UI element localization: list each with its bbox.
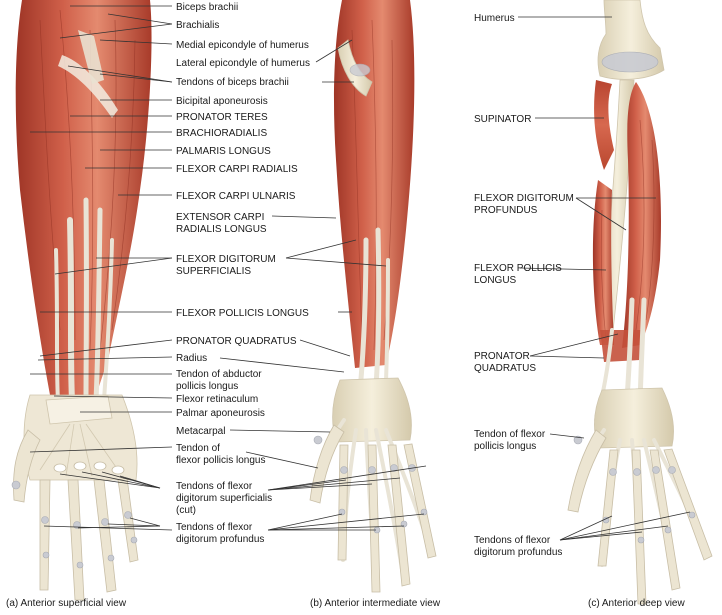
panel-c-flexor-digitorum-profundus bbox=[622, 82, 661, 348]
label-flexor-retinaculum: Flexor retinaculum bbox=[176, 394, 258, 405]
panel-c-fingers bbox=[597, 448, 713, 605]
label-flexor-carpi-ulnaris: FLEXOR CARPI ULNARIS bbox=[176, 191, 296, 202]
panel-a-fingers bbox=[39, 477, 139, 601]
label-tendon-abductor-pollicis: Tendon of abductor pollicis longus bbox=[176, 369, 264, 392]
caption-panel-a: (a) Anterior superficial view bbox=[6, 598, 127, 609]
label-extensor-carpi-radialis-longus: EXTENSOR CARPI RADIALIS LONGUS bbox=[176, 212, 267, 235]
panel-c-supinator bbox=[594, 80, 614, 170]
label-medial-epicondyle: Medial epicondyle of humerus bbox=[176, 40, 309, 51]
labels-c: Humerus SUPINATOR FLEXOR DIGITORUM PROFU… bbox=[474, 13, 577, 558]
panel-a-flexor-retinaculum bbox=[45, 395, 113, 425]
label-lateral-epicondyle: Lateral epicondyle of humerus bbox=[176, 58, 310, 69]
label-tendon-flexor-pollicis: Tendon of flexor pollicis longus bbox=[176, 443, 266, 466]
label-c-tendons-fdp: Tendons of flexor digitorum profundus bbox=[474, 535, 562, 558]
leader-lines-a-b bbox=[29, 5, 427, 531]
label-radius: Radius bbox=[176, 353, 207, 364]
panel-a-illustration bbox=[11, 0, 152, 601]
label-brachialis: Brachialis bbox=[176, 20, 219, 31]
label-tendons-fdp: Tendons of flexor digitorum profundus bbox=[176, 522, 264, 545]
label-flexor-carpi-radialis: FLEXOR CARPI RADIALIS bbox=[176, 164, 298, 175]
caption-panel-b: (b) Anterior intermediate view bbox=[310, 598, 441, 609]
label-palmar-aponeurosis: Palmar aponeurosis bbox=[176, 408, 265, 419]
panel-c-flexor-pollicis-longus bbox=[592, 180, 614, 345]
panel-c-illustration bbox=[567, 0, 713, 605]
label-pronator-teres: PRONATOR TERES bbox=[176, 112, 268, 123]
label-c-pronator-quadratus: PRONATOR QUADRATUS bbox=[474, 351, 536, 374]
labels-a-b: Biceps brachii Brachialis Medial epicond… bbox=[176, 2, 310, 545]
label-c-flexor-pollicis-longus: FLEXOR POLLICIS LONGUS bbox=[474, 263, 565, 286]
label-palmaris-longus: PALMARIS LONGUS bbox=[176, 146, 271, 157]
label-pronator-quadratus: PRONATOR QUADRATUS bbox=[176, 336, 297, 347]
label-brachioradialis: BRACHIORADIALIS bbox=[176, 128, 267, 139]
label-c-tendon-flexor-pollicis: Tendon of flexor pollicis longus bbox=[474, 429, 548, 452]
label-humerus: Humerus bbox=[474, 13, 515, 24]
label-biceps-brachii: Biceps brachii bbox=[176, 2, 238, 13]
panel-b-illustration bbox=[309, 0, 437, 593]
panel-a-bicipital-aponeurosis bbox=[58, 55, 118, 118]
label-flexor-digitorum-superficialis: FLEXOR DIGITORUM SUPERFICIALIS bbox=[176, 254, 279, 277]
label-supinator: SUPINATOR bbox=[474, 114, 531, 125]
panel-b-fingers bbox=[337, 443, 437, 593]
label-tendons-fds-cut: Tendons of flexor digitorum superficiali… bbox=[176, 481, 275, 516]
label-metacarpal: Metacarpal bbox=[176, 426, 225, 437]
leader-lines-c bbox=[518, 16, 691, 541]
label-tendons-biceps: Tendons of biceps brachii bbox=[176, 77, 289, 88]
label-bicipital-aponeurosis: Bicipital aponeurosis bbox=[176, 96, 268, 107]
label-flexor-digitorum-profundus: FLEXOR DIGITORUM PROFUNDUS bbox=[474, 193, 577, 216]
label-flexor-pollicis-longus: FLEXOR POLLICIS LONGUS bbox=[176, 308, 309, 319]
panel-a-forearm-muscles bbox=[15, 0, 152, 395]
caption-panel-c: (c) Anterior deep view bbox=[588, 598, 685, 609]
